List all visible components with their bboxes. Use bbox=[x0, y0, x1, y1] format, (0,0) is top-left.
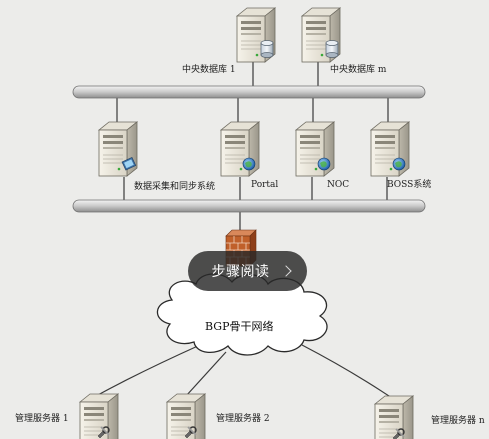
globe-icon bbox=[392, 157, 406, 171]
management-server-1 bbox=[79, 393, 119, 439]
connection-lines bbox=[95, 60, 393, 399]
label-central-database-1: 中央数据库 1 bbox=[182, 65, 236, 75]
label-noc: NOC bbox=[327, 180, 350, 190]
label-management-server-n: 管理服务器 n bbox=[431, 416, 485, 426]
label-central-database-m: 中央数据库 m bbox=[330, 65, 387, 75]
upper-network-bus bbox=[72, 85, 426, 99]
server-icon bbox=[79, 393, 119, 439]
label-bgp-backbone: BGP骨干网络 bbox=[205, 320, 274, 333]
central-database-1 bbox=[236, 7, 276, 63]
server-icon bbox=[166, 393, 206, 439]
management-server-n bbox=[374, 395, 414, 439]
label-management-server-1: 管理服务器 1 bbox=[15, 414, 69, 424]
boss-server bbox=[370, 121, 410, 177]
database-icon bbox=[260, 40, 274, 58]
step-reading-button[interactable]: 步骤阅读 bbox=[188, 251, 307, 291]
database-icon bbox=[325, 40, 339, 58]
label-management-server-2: 管理服务器 2 bbox=[216, 414, 270, 424]
label-portal: Portal bbox=[251, 180, 279, 190]
portal-server bbox=[220, 121, 260, 177]
server-icon bbox=[374, 395, 414, 439]
central-database-m bbox=[301, 7, 341, 63]
monitor-icon bbox=[121, 156, 137, 171]
label-data-collection-sync: 数据采集和同步系统 bbox=[134, 182, 216, 192]
lower-network-bus bbox=[72, 199, 426, 213]
noc-server bbox=[295, 121, 335, 177]
management-server-2 bbox=[166, 393, 206, 439]
globe-icon bbox=[317, 157, 331, 171]
chevron-right-icon bbox=[279, 265, 292, 277]
globe-icon bbox=[242, 157, 256, 171]
label-boss: BOSS系统 bbox=[387, 180, 432, 190]
step-reading-label: 步骤阅读 bbox=[211, 264, 270, 280]
data-collection-sync-server bbox=[98, 121, 138, 177]
